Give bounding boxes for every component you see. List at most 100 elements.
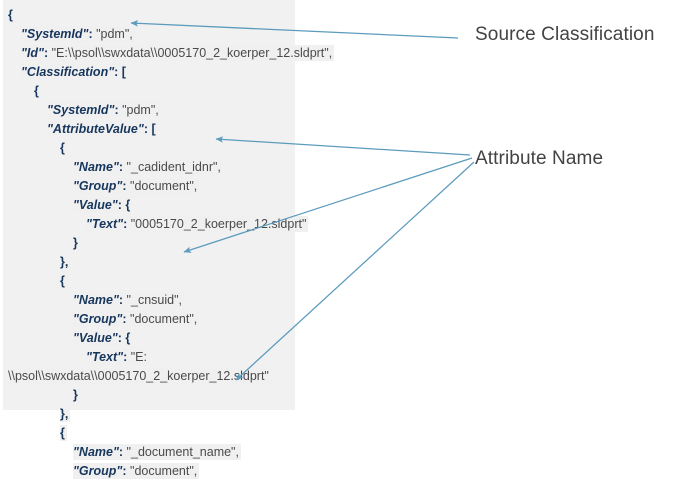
code-line-text: } (73, 387, 80, 403)
code-token-k: "Group" (73, 179, 123, 193)
code-line: "Id": "E:\\psol\\swxdata\\0005170_2_koer… (0, 44, 335, 63)
code-line: "SystemId": "pdm", (0, 101, 300, 120)
code-line: "AttributeValue": [ (0, 120, 300, 139)
code-token-k: "Value" (73, 331, 118, 345)
code-token-k: "Name" (73, 160, 119, 174)
code-line-text: { (8, 7, 15, 23)
code-token-p: { (60, 426, 65, 440)
code-line-text: "SystemId": "pdm", (21, 26, 135, 42)
code-token-p: }, (60, 255, 69, 269)
code-line-text: "Text": "E: (86, 349, 149, 365)
code-line-text: "Name": "_cnsuid", (73, 292, 184, 308)
code-token-v: "pdm", (118, 103, 159, 117)
code-token-v: "_cadident_idnr", (123, 160, 221, 174)
code-line: "Text": "0005170_2_koerper_12.sldprt" (0, 215, 309, 234)
code-line: "Group": "document", (0, 462, 300, 481)
code-token-k: "AttributeValue" (47, 122, 144, 136)
code-token-k: "SystemId" (47, 103, 115, 117)
code-line-text: "Classification": [ (21, 64, 128, 80)
code-line: "Value": { (0, 329, 300, 348)
code-token-p: : { (117, 198, 131, 212)
code-token-k: "Name" (73, 293, 119, 307)
callout-label-attribute-name: Attribute Name (475, 148, 604, 169)
code-line-text: { (60, 273, 67, 289)
code-line-text: }, (60, 254, 71, 270)
code-token-p: } (73, 236, 78, 250)
code-token-p: : (43, 46, 49, 60)
code-token-v: \\psol\\swxdata\\0005170_2_koerper_12.sl… (8, 369, 269, 383)
code-line: } (0, 234, 300, 253)
code-line-text: "Value": { (73, 197, 133, 213)
code-line-text: } (73, 235, 80, 251)
code-token-p: }, (60, 407, 69, 421)
code-line: } (0, 386, 300, 405)
code-line: { (0, 424, 300, 443)
code-token-p: : [ (114, 65, 126, 79)
code-line-text: "Group": "document", (73, 463, 200, 479)
code-token-v: "0005170_2_koerper_12.sldprt" (127, 217, 307, 231)
json-code-lines: {"SystemId": "pdm","Id": "E:\\psol\\swxd… (0, 6, 335, 481)
code-line: { (0, 272, 300, 291)
code-line: }, (0, 253, 300, 272)
code-token-p: : (118, 160, 124, 174)
code-line-text: { (60, 140, 67, 156)
code-line-text: "AttributeValue": [ (47, 121, 158, 137)
code-token-k: "Text" (86, 350, 124, 364)
code-line-text: "SystemId": "pdm", (47, 102, 161, 118)
code-token-p: : (123, 350, 128, 364)
code-token-v: "document", (126, 179, 198, 193)
code-token-p: : (114, 103, 119, 117)
code-token-p: { (34, 84, 39, 98)
code-line-text: }, (60, 406, 71, 422)
code-token-v: "pdm", (92, 27, 133, 41)
code-line-text: { (34, 83, 41, 99)
code-line-text: "Group": "document", (73, 178, 200, 194)
code-line-text: "Value": { (73, 330, 133, 346)
json-code-panel: {"SystemId": "pdm","Id": "E:\\psol\\swxd… (0, 0, 335, 479)
code-line: "Name": "_cnsuid", (0, 291, 300, 310)
code-line: "Name": "_cadident_idnr", (0, 158, 300, 177)
code-token-p: : { (117, 331, 131, 345)
code-token-k: "Text" (86, 217, 124, 231)
code-line: "Classification": [ (0, 63, 300, 82)
code-line-text: "Id": "E:\\psol\\swxdata\\0005170_2_koer… (21, 45, 335, 61)
code-token-k: "Classification" (21, 65, 115, 79)
code-token-p: : (122, 312, 127, 326)
code-line: \\psol\\swxdata\\0005170_2_koerper_12.sl… (0, 367, 300, 386)
code-token-v: "E:\\psol\\swxdata\\0005170_2_koerper_12… (48, 46, 333, 60)
code-line: "SystemId": "pdm", (0, 25, 300, 44)
code-line: }, (0, 405, 300, 424)
code-token-v: "document", (126, 464, 198, 478)
code-token-k: "Group" (73, 464, 123, 478)
code-line-text: \\psol\\swxdata\\0005170_2_koerper_12.sl… (8, 368, 271, 384)
code-token-v: "_document_name", (123, 445, 239, 459)
code-line: "Name": "_document_name", (0, 443, 300, 462)
code-line: "Value": { (0, 196, 300, 215)
code-token-p: { (60, 274, 65, 288)
code-token-k: "Group" (73, 312, 123, 326)
code-line: "Group": "document", (0, 177, 300, 196)
code-token-p: { (60, 141, 65, 155)
code-token-p: : (88, 27, 93, 41)
code-token-v: "_cnsuid", (123, 293, 182, 307)
code-token-k: "SystemId" (21, 27, 89, 41)
code-line: { (0, 6, 300, 25)
code-line-text: "Group": "document", (73, 311, 200, 327)
code-token-k: "Id" (21, 46, 44, 60)
code-line: { (0, 82, 300, 101)
code-token-p: : [ (143, 122, 156, 136)
callout-label-source-classification: Source Classification (475, 24, 655, 45)
code-token-k: "Name" (73, 445, 119, 459)
code-token-p: : (118, 293, 124, 307)
code-token-p: { (8, 8, 13, 22)
code-token-v: "E: (127, 350, 147, 364)
code-line: { (0, 139, 300, 158)
code-token-k: "Value" (73, 198, 118, 212)
code-line: "Text": "E: (0, 348, 300, 367)
code-line-text: "Name": "_cadident_idnr", (73, 159, 223, 175)
code-line-text: "Name": "_document_name", (73, 444, 241, 460)
code-token-p: } (73, 388, 78, 402)
code-token-v: "document", (126, 312, 198, 326)
code-line-text: "Text": "0005170_2_koerper_12.sldprt" (86, 216, 309, 232)
code-token-p: : (123, 217, 128, 231)
